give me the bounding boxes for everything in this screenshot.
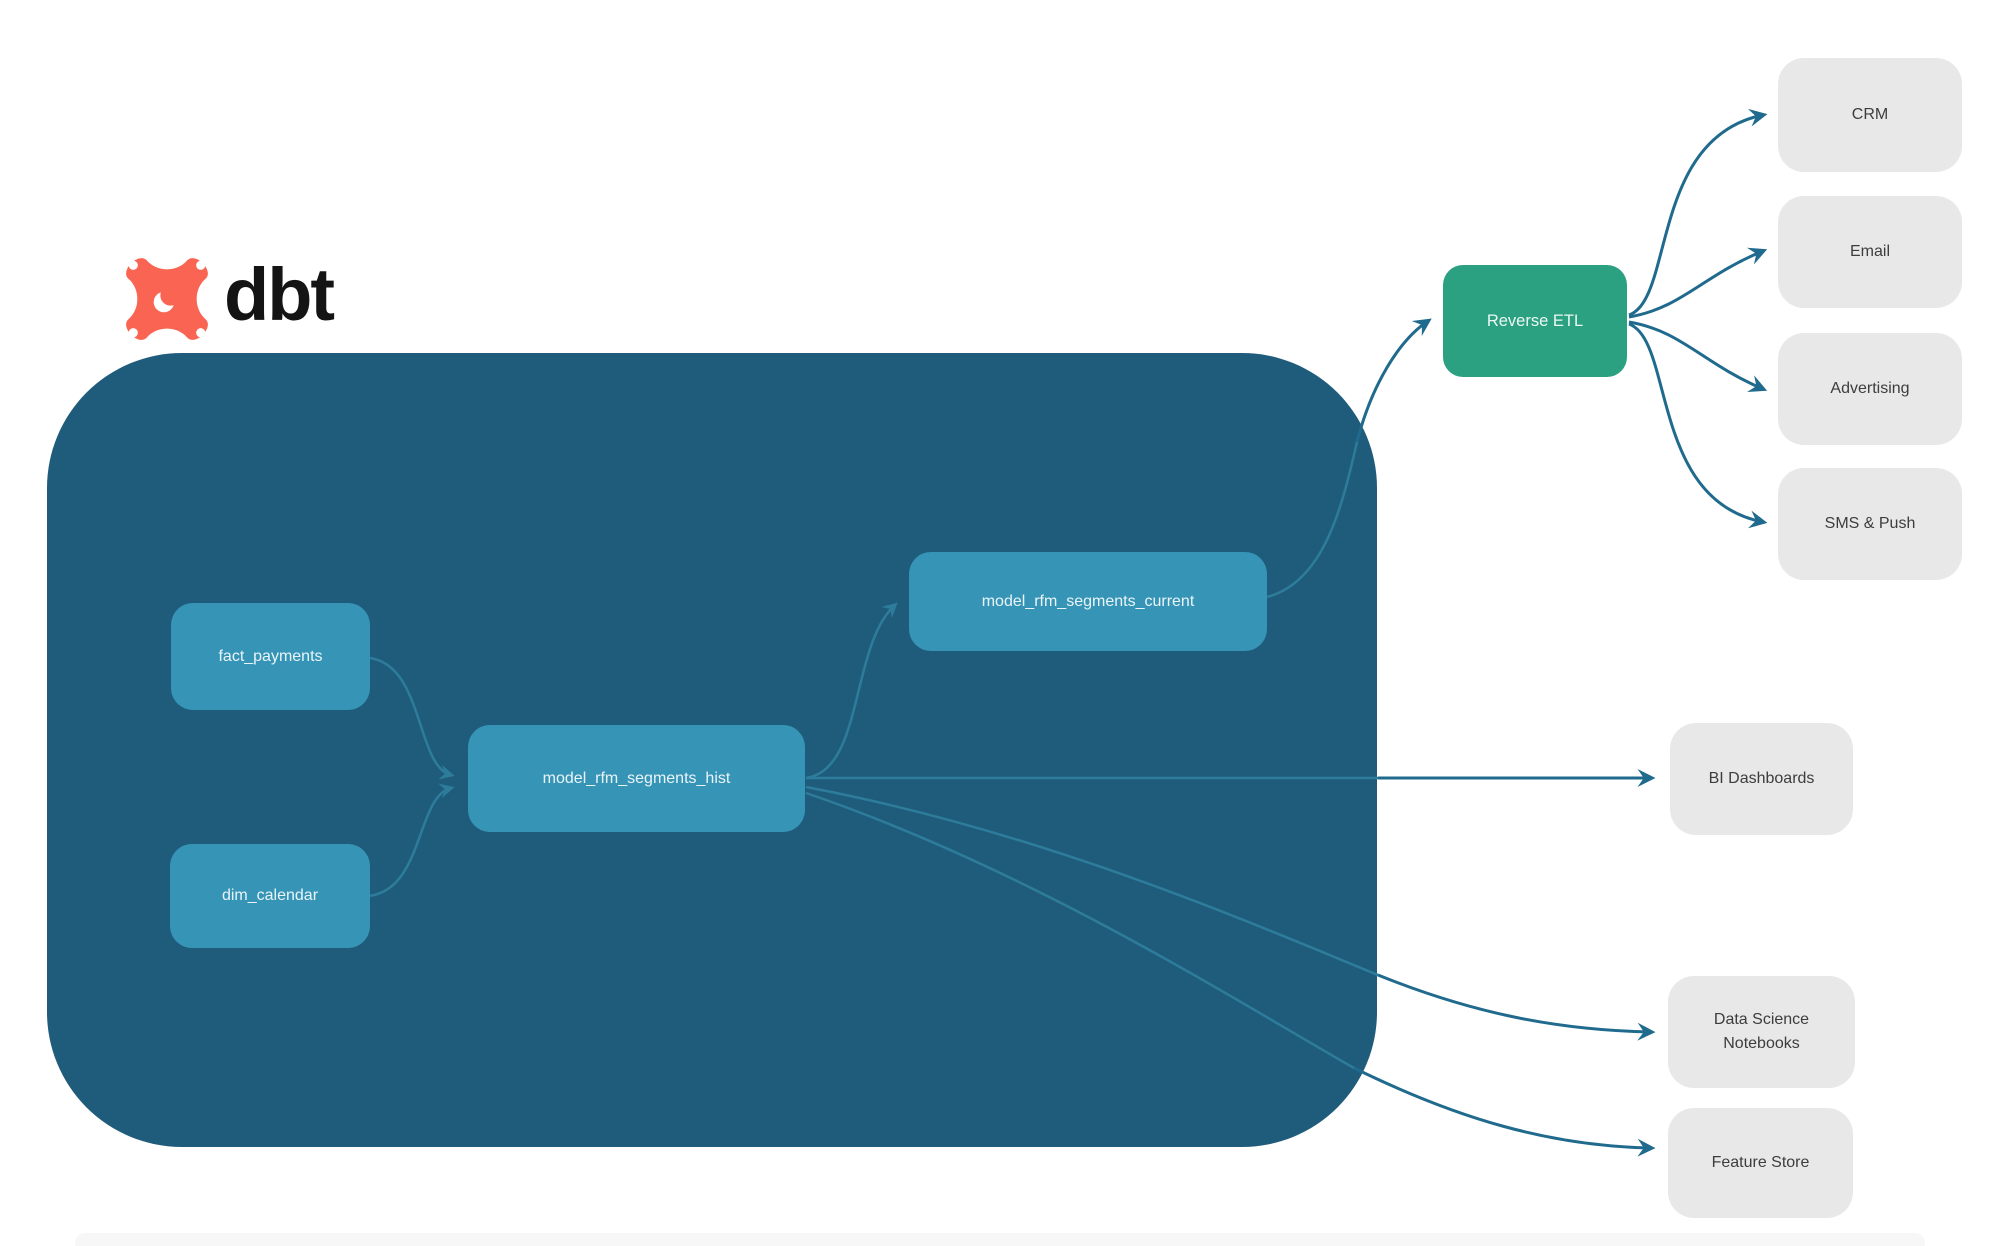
node-label: model_rfm_segments_hist (542, 769, 731, 787)
edge-hist-to-data-science (1377, 973, 1656, 1041)
node-label: Advertising (1830, 380, 1910, 397)
node-feature-store: Feature Store (1668, 1108, 1853, 1218)
node-reverse-etl: Reverse ETL (1443, 265, 1627, 377)
dbt-star-icon (126, 258, 208, 340)
edge-current-to-reverse-etl (1355, 318, 1432, 443)
node-advertising: Advertising (1778, 333, 1962, 445)
node-email: Email (1778, 196, 1962, 308)
dbt-logo: dbt (122, 253, 335, 344)
node-label: CRM (1851, 106, 1889, 123)
bottom-strip (75, 1233, 1925, 1246)
node-label: Feature Store (1711, 1154, 1810, 1171)
node-label: BI Dashboards (1708, 770, 1815, 787)
edge-reverse-etl-to-crm (1628, 108, 1768, 317)
node-dim-calendar: dim_calendar (170, 844, 370, 948)
node-bi-dashboards: BI Dashboards (1670, 723, 1853, 835)
edge-reverse-etl-to-sms-push (1628, 322, 1768, 529)
edge-reverse-etl-to-email (1628, 247, 1768, 319)
node-label: Data Science Notebooks (1713, 1011, 1810, 1052)
node-label: Reverse ETL (1486, 311, 1584, 330)
node-label: Email (1849, 243, 1890, 260)
node-label: fact_payments (218, 647, 323, 665)
node-model-rfm-segments-hist: model_rfm_segments_hist (468, 725, 805, 832)
edge-hist-to-feature-store (1353, 1066, 1656, 1157)
node-label: SMS & Push (1824, 515, 1916, 532)
node-data-science-notebooks: Data Science Notebooks (1668, 976, 1855, 1088)
node-sms-push: SMS & Push (1778, 468, 1962, 580)
node-fact-payments: fact_payments (171, 603, 370, 710)
dbt-logo-wordmark: dbt (224, 253, 335, 336)
node-label: model_rfm_segments_current (981, 592, 1195, 610)
node-label: dim_calendar (221, 887, 319, 904)
node-model-rfm-segments-current: model_rfm_segments_current (909, 552, 1267, 651)
node-crm: CRM (1778, 58, 1962, 172)
edge-reverse-etl-to-advertising (1628, 320, 1768, 392)
